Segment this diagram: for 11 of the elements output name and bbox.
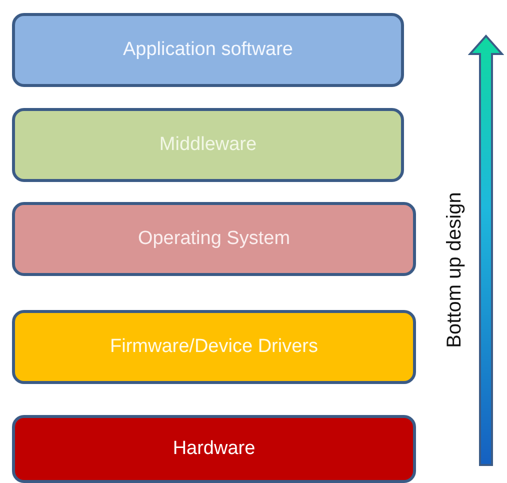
layer-box <box>12 310 416 384</box>
layer-label: Middleware <box>159 134 257 156</box>
direction-label: Bottom up design <box>444 192 466 348</box>
layer-label: Application software <box>122 39 294 61</box>
layer-label: Firmware/Device Drivers <box>110 336 318 358</box>
layer-label: Hardware <box>172 438 256 460</box>
layer-box <box>12 13 404 87</box>
layer-box <box>12 202 416 276</box>
layer-box <box>12 415 416 483</box>
layer-label: Operating System <box>138 228 290 250</box>
layer-box <box>12 108 404 182</box>
